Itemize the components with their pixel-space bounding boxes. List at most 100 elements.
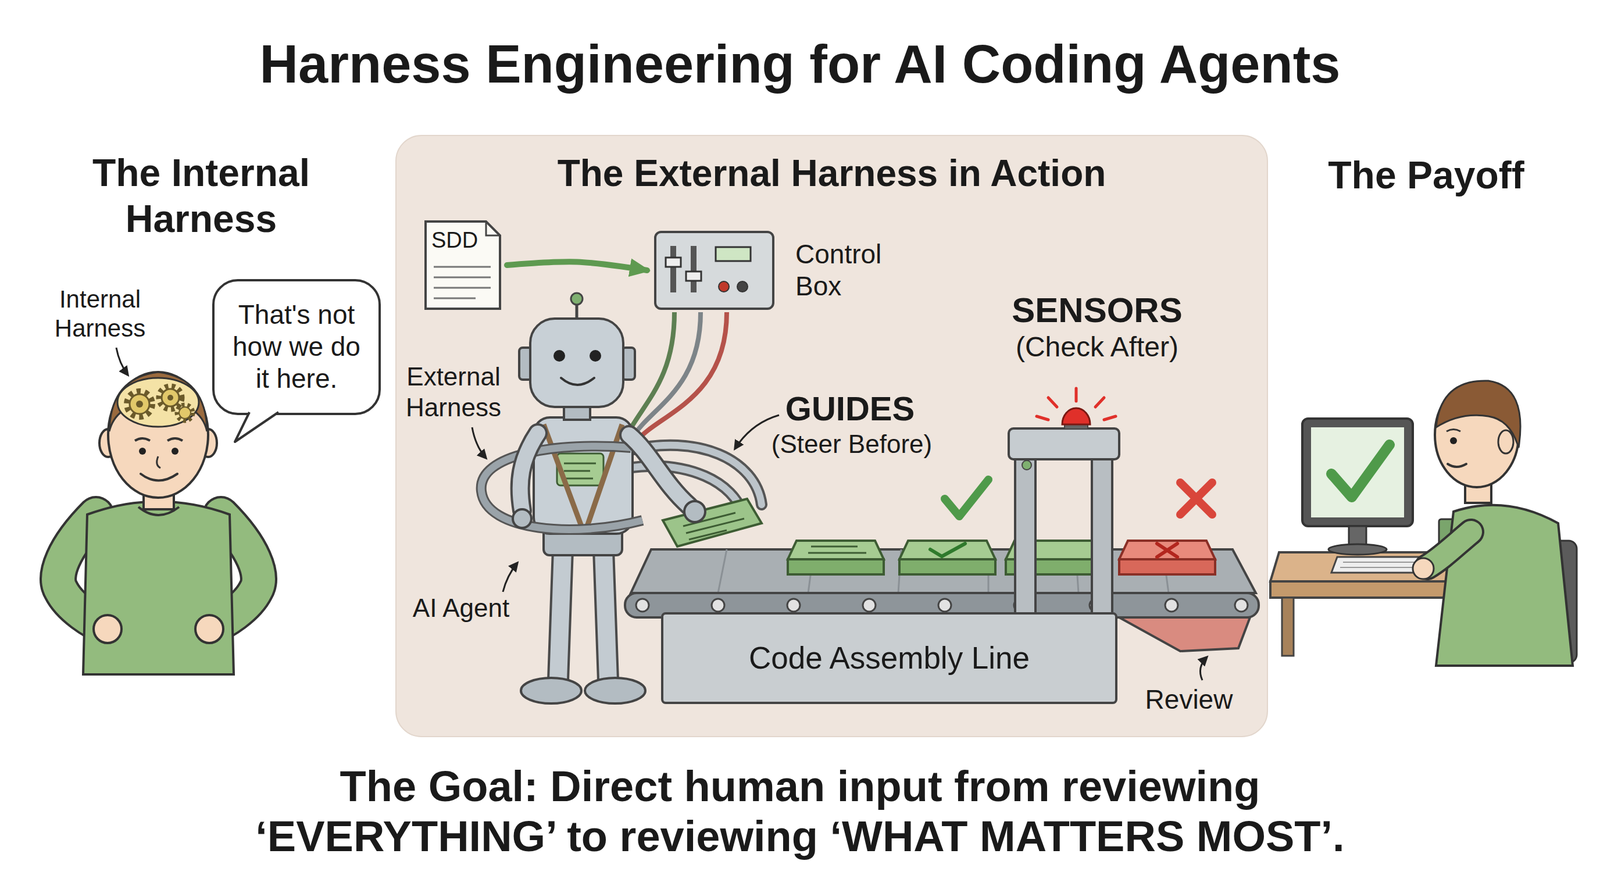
right-person xyxy=(1302,418,1413,527)
control-box: Control Box xyxy=(652,229,918,312)
node-text: Control Box xyxy=(795,238,918,303)
node-text: SDD xyxy=(423,219,503,255)
right-person xyxy=(1270,380,1577,666)
left-person xyxy=(171,447,179,455)
sensor-gate xyxy=(1008,428,1120,460)
callout-label: AI Agent xyxy=(391,593,531,624)
control-wire xyxy=(627,312,727,442)
label-slot: The Payoff xyxy=(1286,152,1566,199)
callout-label: External Harness xyxy=(389,361,518,424)
bubble-tail xyxy=(234,411,279,442)
left-person xyxy=(195,615,224,644)
left-person xyxy=(138,447,146,455)
document-shape xyxy=(486,221,500,236)
sensor-gate xyxy=(1036,388,1116,420)
sensor-gate xyxy=(1008,388,1120,637)
control-box-shape xyxy=(655,231,774,309)
label-slot: (Check After) xyxy=(986,330,1208,364)
conveyor-belt xyxy=(711,598,725,612)
label-slot: External Harness xyxy=(389,361,518,424)
sensor-gate xyxy=(1015,441,1036,637)
sensor-gate xyxy=(1062,408,1091,425)
document-lines xyxy=(433,266,491,299)
label-slot: Internal Harness xyxy=(30,284,170,344)
robot-agent xyxy=(520,433,538,511)
harness-panel: The External Harness in ActionSDDControl… xyxy=(395,135,1268,737)
title-slot: Harness Engineering for AI Coding Agents xyxy=(44,33,1556,96)
robot-agent xyxy=(481,446,643,530)
panel-ground xyxy=(395,135,1268,737)
robot-agent xyxy=(512,509,532,528)
right-person xyxy=(1427,531,1471,567)
code-item xyxy=(808,546,867,553)
label-slot: SENSORS xyxy=(986,289,1208,332)
code-item xyxy=(787,559,884,575)
code-item xyxy=(1119,540,1216,560)
section-heading: The Internal Harness xyxy=(64,150,338,242)
sdd-document: SDD xyxy=(423,219,503,312)
right-person xyxy=(1450,437,1457,445)
left-person xyxy=(108,372,209,498)
left-person xyxy=(161,388,180,407)
robot-agent xyxy=(558,549,563,681)
right-person xyxy=(1331,444,1390,498)
code-item xyxy=(787,540,884,560)
conveyor-belt xyxy=(787,598,800,612)
guides-label: GUIDES xyxy=(762,388,938,430)
robot-agent xyxy=(584,677,646,704)
robot-agent xyxy=(629,434,689,506)
robot-agent xyxy=(481,446,643,530)
sensor-gate xyxy=(1091,441,1113,637)
callout-label: Internal Harness xyxy=(30,284,170,344)
left-person xyxy=(140,473,178,481)
page-caption: The Goal: Direct human input from review… xyxy=(212,761,1388,862)
left-person xyxy=(126,391,153,417)
fail-cross xyxy=(1180,482,1213,515)
left-person xyxy=(156,456,161,469)
code-item xyxy=(930,543,966,557)
sensors-note: (Check After) xyxy=(986,330,1208,364)
robot-agent xyxy=(684,501,706,523)
robot-agent xyxy=(603,549,609,681)
pass-check xyxy=(944,479,989,517)
leader-arrow xyxy=(116,347,128,375)
robot-agent xyxy=(603,549,609,681)
left-person xyxy=(179,406,191,419)
robot-agent xyxy=(558,549,563,681)
left-person xyxy=(93,615,122,644)
callout-label: Review xyxy=(1130,683,1248,716)
conveyor-belt xyxy=(1234,598,1248,612)
robot-agent xyxy=(520,677,582,704)
section-heading: The Payoff xyxy=(1286,152,1566,199)
robot-agent xyxy=(561,377,595,385)
robot-agent xyxy=(570,293,583,305)
conveyor-belt xyxy=(1165,598,1178,612)
speech-bubble: That's not how we do it here. xyxy=(212,279,381,416)
right-person xyxy=(1281,597,1294,656)
right-person xyxy=(1328,544,1387,555)
left-person xyxy=(167,394,174,401)
robot-agent xyxy=(533,417,633,534)
robot-agent xyxy=(553,350,566,362)
leader-arrow xyxy=(502,562,518,592)
fail-cross xyxy=(1180,482,1213,515)
sensor-gate xyxy=(1022,460,1032,470)
robot-agent xyxy=(589,350,602,362)
panel-ground xyxy=(395,135,1268,737)
right-person xyxy=(1446,429,1461,432)
bubble-tail xyxy=(234,412,279,442)
code-item xyxy=(1119,559,1216,575)
label-slot: The Internal Harness xyxy=(64,150,338,242)
control-wire xyxy=(636,312,727,442)
left-person xyxy=(176,404,194,421)
left-person xyxy=(158,386,182,410)
label-slot: AI Agent xyxy=(391,593,531,624)
right-person xyxy=(1311,427,1405,518)
node-text: That's not how we do it here. xyxy=(227,298,366,396)
left-person xyxy=(109,372,207,432)
code-item xyxy=(899,559,996,575)
code-item xyxy=(899,540,996,560)
left-person xyxy=(83,501,234,675)
